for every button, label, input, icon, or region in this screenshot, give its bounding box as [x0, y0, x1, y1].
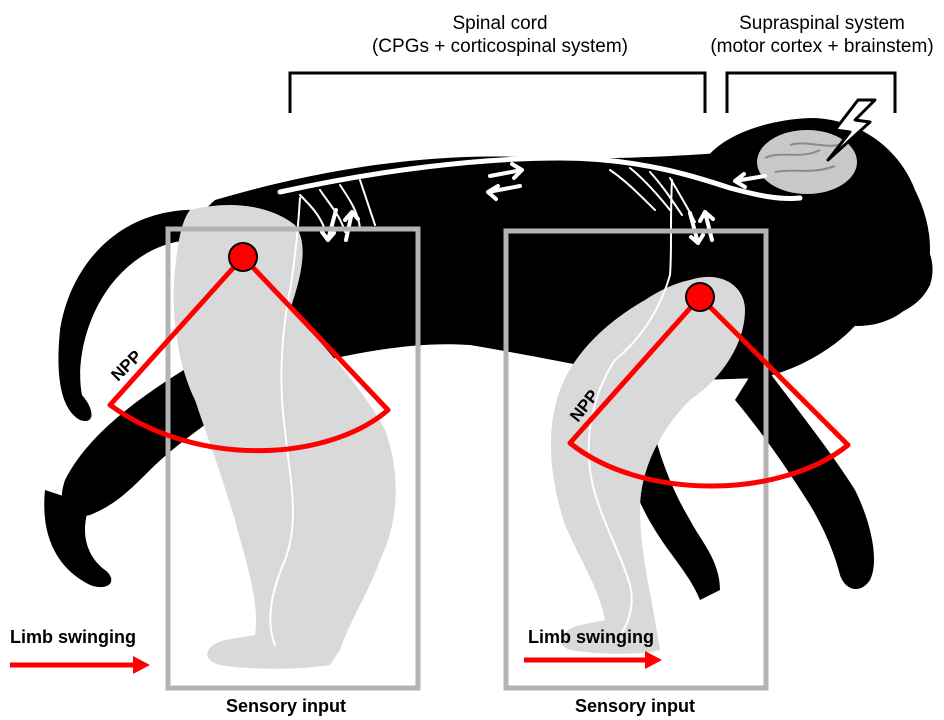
header-brackets — [290, 73, 895, 113]
fore-sensory-label: Sensory input — [575, 696, 695, 717]
supraspinal-heading: Supraspinal system (motor cortex + brain… — [700, 12, 944, 58]
hind-sensory-label: Sensory input — [226, 696, 346, 717]
monkey-far-fore-leg — [735, 360, 874, 589]
spinal-cord-subtitle: (CPGs + corticospinal system) — [310, 35, 690, 58]
brain-icon — [757, 130, 857, 194]
hind-swing-arrow — [10, 656, 150, 674]
spinal-bracket — [290, 73, 705, 113]
fore-swing-label: Limb swinging — [528, 627, 654, 648]
spinal-cord-heading: Spinal cord (CPGs + corticospinal system… — [310, 12, 690, 58]
supraspinal-title: Supraspinal system — [700, 12, 944, 35]
fore-pivot-dot — [686, 283, 714, 311]
hind-npp-label: NPP — [107, 347, 145, 385]
spinal-cord-title: Spinal cord — [310, 12, 690, 35]
fore-swing-arrow — [524, 651, 662, 669]
hind-swing-label: Limb swinging — [10, 627, 136, 648]
supraspinal-subtitle: (motor cortex + brainstem) — [700, 35, 944, 58]
hind-pivot-dot — [229, 243, 257, 271]
